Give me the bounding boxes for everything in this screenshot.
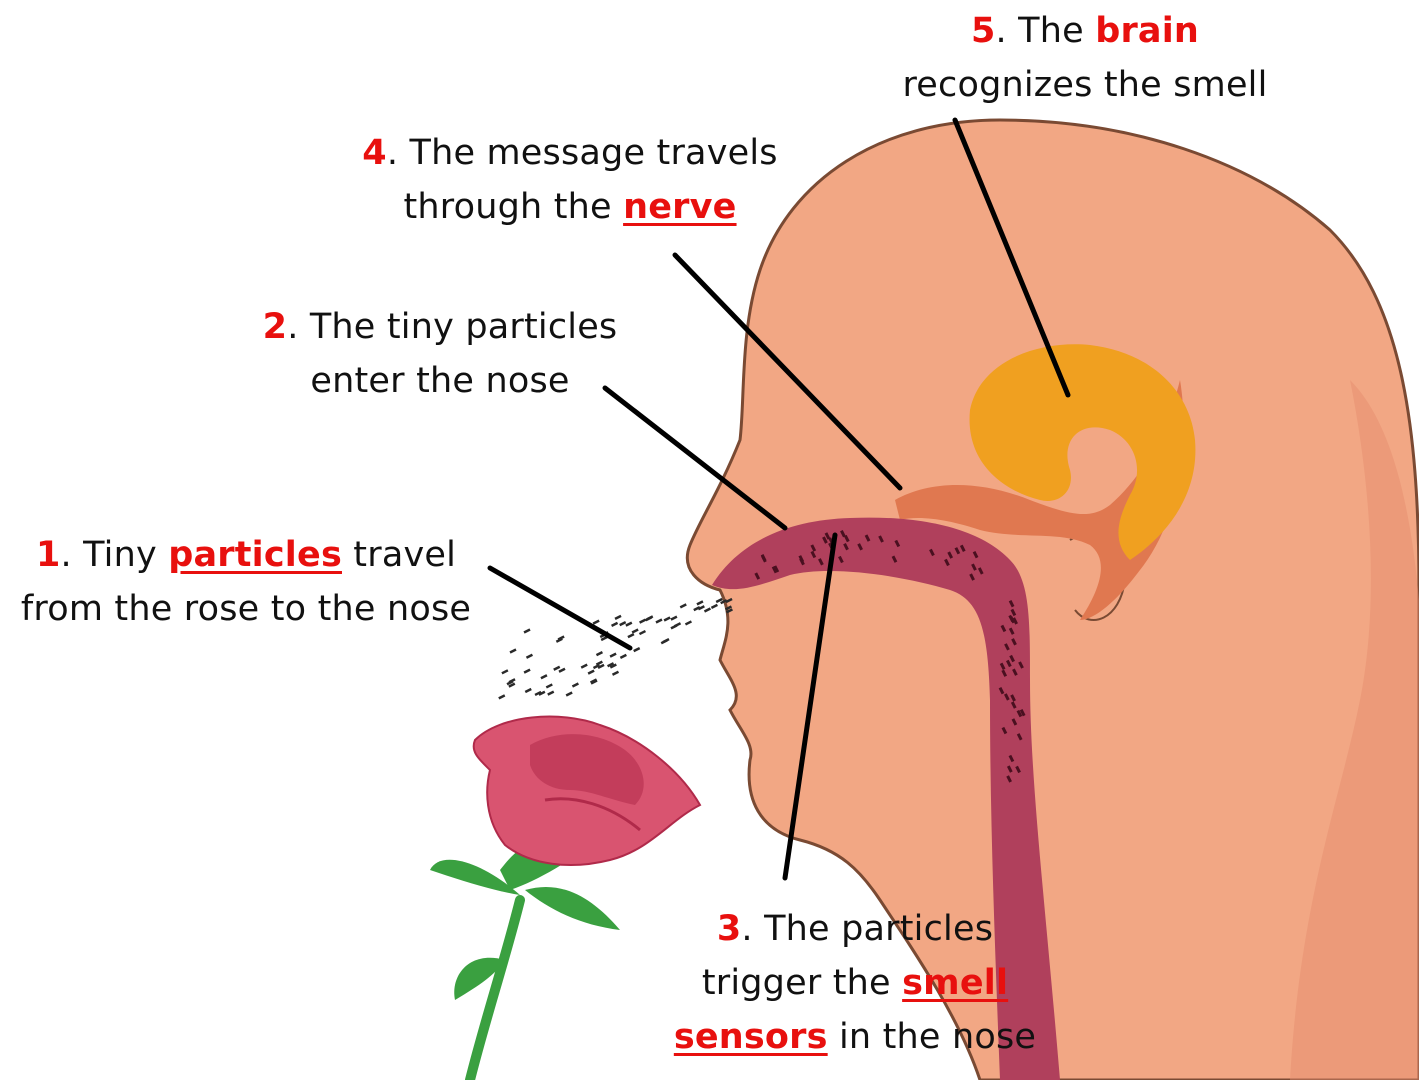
- step-3-line-3: in the nose: [828, 1017, 1037, 1057]
- particle-dash: [626, 623, 632, 626]
- particle-dash: [615, 616, 621, 619]
- particle-dash: [620, 655, 626, 658]
- particle-dash: [581, 665, 587, 668]
- step-4-label: 4. The message travels through the nerve: [340, 126, 800, 234]
- particle-dash: [704, 609, 710, 612]
- step-4-line-2: through the: [403, 187, 623, 227]
- particle-dash: [588, 671, 594, 674]
- particle-dash: [610, 654, 616, 657]
- pointer-line-1: [490, 568, 630, 648]
- step-3-keyword-part-1: smell: [902, 963, 1008, 1003]
- step-4-text: . The message travels: [387, 133, 778, 173]
- step-3-label: 3. The particles trigger the smell senso…: [650, 902, 1060, 1064]
- step-3-number: 3: [717, 909, 742, 949]
- step-1-line-2: from the rose to the nose: [4, 582, 488, 636]
- step-1-text: . Tiny: [61, 535, 169, 575]
- particle-dash: [499, 695, 505, 698]
- particle-dash: [548, 692, 554, 695]
- particle-dash: [525, 689, 531, 692]
- particle-dash: [546, 684, 552, 687]
- particle-dash: [596, 652, 602, 655]
- step-3-keyword-part-2: sensors: [674, 1017, 828, 1057]
- step-3-line-2: trigger the: [702, 963, 902, 1003]
- particle-dash: [593, 621, 599, 624]
- particle-dash: [711, 605, 717, 608]
- particle-dash: [566, 692, 572, 695]
- rose-stem: [470, 900, 520, 1080]
- step-1-text-tail: travel: [342, 535, 456, 575]
- particle-dash: [656, 619, 662, 622]
- particle-dash: [620, 622, 626, 625]
- particle-dash: [524, 670, 530, 673]
- step-5-line-2: recognizes the smell: [870, 58, 1300, 112]
- particle-dash: [558, 637, 564, 640]
- step-2-label: 2. The tiny particles enter the nose: [240, 300, 640, 408]
- particle-dash: [612, 623, 618, 626]
- step-2-number: 2: [263, 307, 288, 347]
- step-5-label: 5. The brain recognizes the smell: [870, 4, 1300, 112]
- step-5-text: . The: [996, 11, 1096, 51]
- particle-dash: [634, 648, 640, 651]
- particle-dash: [524, 629, 530, 632]
- particle-dash: [675, 623, 681, 626]
- particle-dash: [680, 604, 686, 607]
- step-5-number: 5: [971, 11, 996, 51]
- particle-dash: [685, 621, 691, 624]
- particle-dash: [502, 670, 508, 673]
- particle-dash: [526, 655, 532, 658]
- step-4-keyword: nerve: [623, 187, 736, 227]
- particle-dash: [646, 617, 652, 620]
- rose-leaf-right: [525, 887, 620, 930]
- particle-dash: [559, 669, 565, 672]
- step-2-text: . The tiny particles: [287, 307, 617, 347]
- step-1-keyword: particles: [168, 535, 342, 575]
- step-2-line-2: enter the nose: [240, 354, 640, 408]
- particle-dash: [509, 679, 515, 682]
- particle-dash: [671, 617, 677, 620]
- step-5-keyword: brain: [1095, 11, 1199, 51]
- particle-dash: [663, 639, 669, 642]
- step-1-label: 1. Tiny particles travel from the rose t…: [4, 528, 488, 636]
- particle-dash: [596, 662, 602, 665]
- particle-spray: [499, 599, 733, 733]
- particle-dash: [541, 675, 547, 678]
- particle-dash: [554, 667, 560, 670]
- particle-dash: [632, 630, 638, 633]
- step-3-text: . The particles: [741, 909, 993, 949]
- particle-dash: [612, 672, 618, 675]
- particle-dash: [664, 617, 670, 620]
- particle-dash: [639, 631, 645, 634]
- step-1-number: 1: [36, 535, 61, 575]
- particle-dash: [697, 601, 703, 604]
- particle-dash: [628, 634, 634, 637]
- particle-dash: [640, 620, 646, 623]
- particle-dash: [510, 649, 516, 652]
- step-4-number: 4: [362, 133, 387, 173]
- particle-dash: [572, 683, 578, 686]
